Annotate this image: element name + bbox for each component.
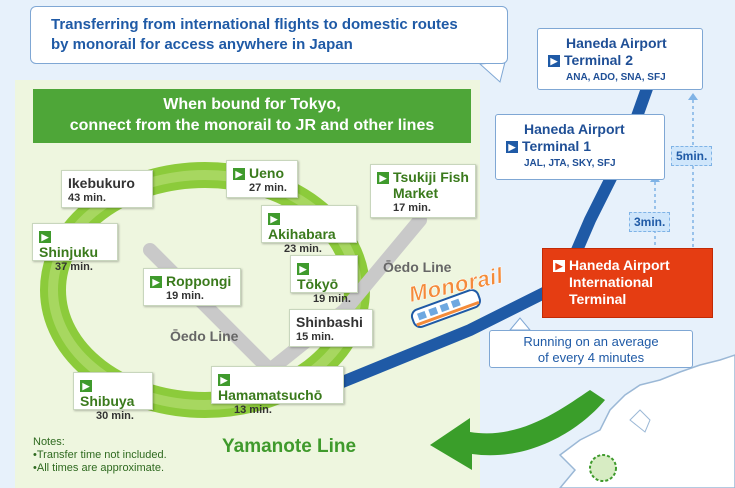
station-time: 30 min.: [96, 410, 134, 422]
frequency-callout: Running on an average of every 4 minutes: [489, 330, 693, 368]
notes-item-1: •Transfer time not included.: [33, 449, 167, 461]
station-time: 37 min.: [55, 261, 93, 273]
station-tsukiji-fish-market: ▶ Tsukiji Fish Market 17 min.: [370, 164, 476, 218]
station-name: Tōkyō: [297, 276, 339, 292]
terminal-2-line-1: Haneda Airport: [566, 35, 667, 51]
station-time: 23 min.: [284, 243, 322, 255]
arrow-icon: ▶: [233, 168, 245, 180]
arrow-icon: ▶: [218, 374, 230, 386]
station-time: 19 min.: [313, 293, 351, 305]
station-name: Akihabara: [268, 226, 336, 242]
station-name-line-1: Tsukiji Fish: [393, 169, 469, 185]
frequency-line-1: Running on an average: [523, 334, 659, 349]
monorail-train-icon: [410, 289, 481, 328]
notes: Notes: •Transfer time not included. •All…: [33, 436, 167, 475]
terminal-1-airlines: JAL, JTA, SKY, SFJ: [524, 158, 616, 169]
station-name: Shinjuku: [39, 244, 99, 260]
station-name: Ueno: [249, 165, 284, 181]
panel-title: When bound for Tokyo, connect from the m…: [33, 89, 471, 143]
terminal-1-box: Haneda Airport ▶ Terminal 1 JAL, JTA, SKY…: [495, 114, 665, 180]
curved-arrow-icon: [430, 390, 605, 470]
arrow-icon: ▶: [80, 380, 92, 392]
station-time: 13 min.: [234, 404, 272, 416]
station-roppongi: ▶ Roppongi 19 min.: [143, 268, 241, 306]
station-akihabara: ▶Akihabara 23 min.: [261, 205, 357, 255]
arrow-icon: ▶: [548, 55, 560, 67]
terminal-2-airlines: ANA, ADO, SNA, SFJ: [566, 72, 666, 83]
station-time: 27 min.: [249, 182, 287, 194]
intro-line-2: by monorail for access anywhere in Japan: [51, 36, 353, 53]
terminal-1-line-1: Haneda Airport: [524, 121, 625, 137]
panel-title-line-2: connect from the monorail to JR and othe…: [69, 117, 435, 134]
international-terminal-box: ▶ Haneda Airport International Terminal: [542, 248, 713, 318]
arrow-icon: ▶: [39, 231, 51, 243]
arrow-icon: ▶: [150, 276, 162, 288]
station-shibuya: ▶Shibuya 30 min.: [73, 372, 153, 422]
station-name: Hamamatsuchō: [218, 387, 323, 403]
arrow-icon: ▶: [553, 260, 565, 272]
terminal-1-line-2: Terminal 1: [522, 138, 591, 154]
arrow-icon: ▶: [268, 213, 280, 225]
intro-line-1: Transferring from international flights …: [51, 16, 458, 33]
yamanote-line-label: Yamanote Line: [222, 436, 357, 457]
station-shinbashi: Shinbashi 15 min.: [289, 309, 373, 347]
intl-line-2: International: [569, 274, 654, 290]
station-time: 19 min.: [166, 290, 204, 302]
notes-title: Notes:: [33, 436, 65, 448]
bubble-tail: [478, 61, 506, 83]
notes-item-2: •All times are approximate.: [33, 462, 165, 474]
station-name: Shibuya: [80, 393, 135, 409]
intl-line-3: Terminal: [569, 291, 627, 307]
terminal-1-transfer-time: 3min.: [629, 212, 671, 232]
station-time: 17 min.: [393, 202, 431, 214]
station-name-line-2: Market: [393, 185, 439, 201]
monorail-track: [329, 279, 566, 391]
oedo-line-label-right: Ōedo Line: [383, 259, 452, 275]
tokyo-area-marker: [589, 454, 617, 482]
arrow-icon: ▶: [297, 263, 309, 275]
terminal-2-line-2: Terminal 2: [564, 52, 633, 68]
station-time: 43 min.: [68, 192, 106, 204]
arrow-icon: ▶: [377, 172, 389, 184]
tokyo-panel-background: [15, 80, 480, 488]
station-time: 15 min.: [296, 331, 334, 343]
panel-title-line-1: When bound for Tokyo,: [163, 96, 341, 113]
station-name: Ikebukuro: [68, 175, 135, 191]
station-tokyo: ▶Tōkyō 19 min.: [290, 255, 358, 305]
intro-bubble: Transferring from international flights …: [30, 6, 508, 64]
frequency-line-2: of every 4 minutes: [537, 350, 645, 365]
arrow-icon: ▶: [506, 141, 518, 153]
station-hamamatsucho: ▶Hamamatsuchō 13 min.: [211, 366, 344, 416]
intl-line-1: Haneda Airport: [569, 257, 670, 273]
station-ueno: ▶ Ueno 27 min.: [226, 160, 298, 198]
oedo-line-label-left: Ōedo Line: [170, 328, 239, 344]
terminal-2-box: Haneda Airport ▶ Terminal 2 ANA, ADO, SNA…: [537, 28, 703, 90]
terminal-2-transfer-time: 5min.: [671, 146, 713, 166]
station-name: Shinbashi: [296, 314, 363, 330]
station-name: Roppongi: [166, 273, 232, 289]
station-shinjuku: ▶Shinjuku 37 min.: [32, 223, 118, 273]
station-ikebukuro: Ikebukuro 43 min.: [61, 170, 153, 208]
